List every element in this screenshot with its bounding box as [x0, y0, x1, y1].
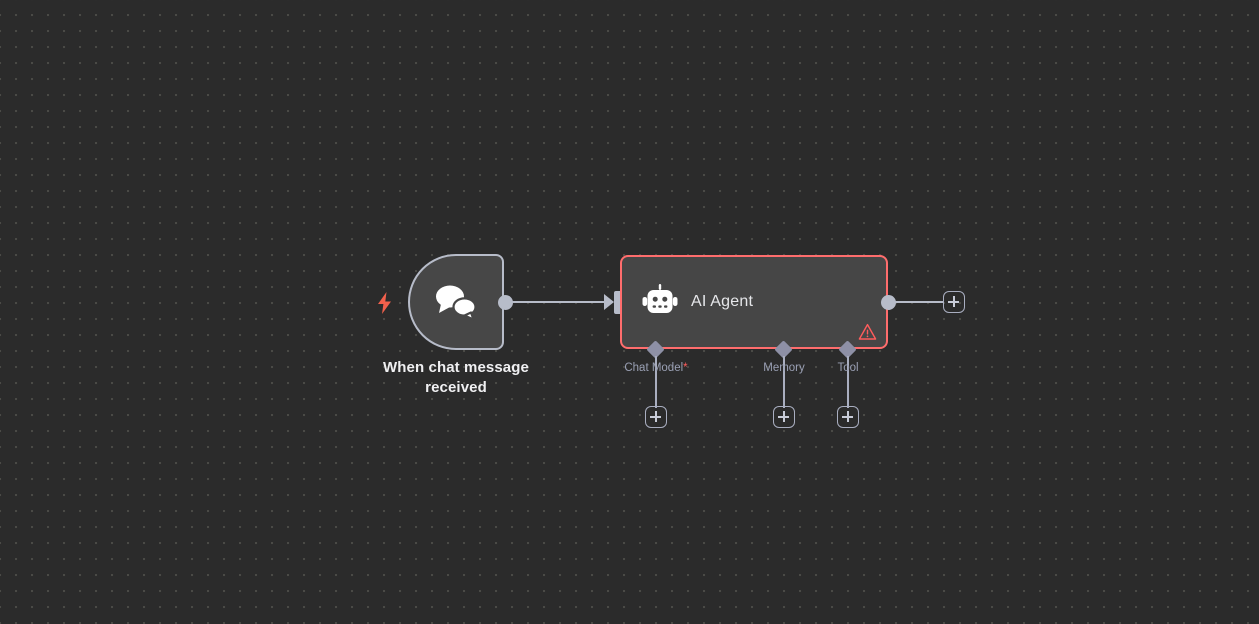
trigger-caption-line2: received: [425, 379, 487, 396]
connection-arrowhead-icon: [604, 294, 614, 310]
connection-chat-model: [655, 356, 657, 408]
subnode-label-memory-text: Memory: [763, 362, 805, 374]
node-when-chat-message-received[interactable]: [408, 254, 504, 350]
required-marker-chat-model: *: [683, 362, 688, 374]
node-ai-agent[interactable]: AI Agent: [620, 255, 888, 349]
subnode-label-chat-model-text: Chat Model: [624, 362, 684, 374]
connection-trigger-to-agent[interactable]: [511, 301, 608, 303]
subnode-label-chat-model: Chat Model*: [596, 362, 716, 374]
add-node-button-memory[interactable]: [773, 406, 795, 428]
lightning-bolt-icon: [376, 292, 393, 314]
node-caption-trigger: When chat message received: [356, 358, 556, 398]
warning-triangle-icon[interactable]: [858, 323, 877, 341]
add-node-button-output[interactable]: [943, 291, 965, 313]
node-title-ai-agent: AI Agent: [691, 293, 754, 310]
agent-input-port[interactable]: [614, 291, 623, 314]
add-node-button-chat-model[interactable]: [645, 406, 667, 428]
trigger-caption-line1: When chat message: [383, 359, 529, 376]
subnode-label-tool: Tool: [788, 362, 908, 374]
subnode-label-memory: Memory: [724, 362, 844, 374]
chat-bubbles-icon: [433, 282, 479, 322]
subnode-label-tool-text: Tool: [837, 362, 859, 374]
trigger-output-endpoint[interactable]: [498, 295, 513, 310]
connection-memory: [783, 356, 785, 408]
connection-agent-output[interactable]: [894, 301, 943, 303]
connection-tool: [847, 356, 849, 408]
add-node-button-tool[interactable]: [837, 406, 859, 428]
agent-output-endpoint[interactable]: [881, 295, 896, 310]
robot-icon: [640, 282, 680, 322]
